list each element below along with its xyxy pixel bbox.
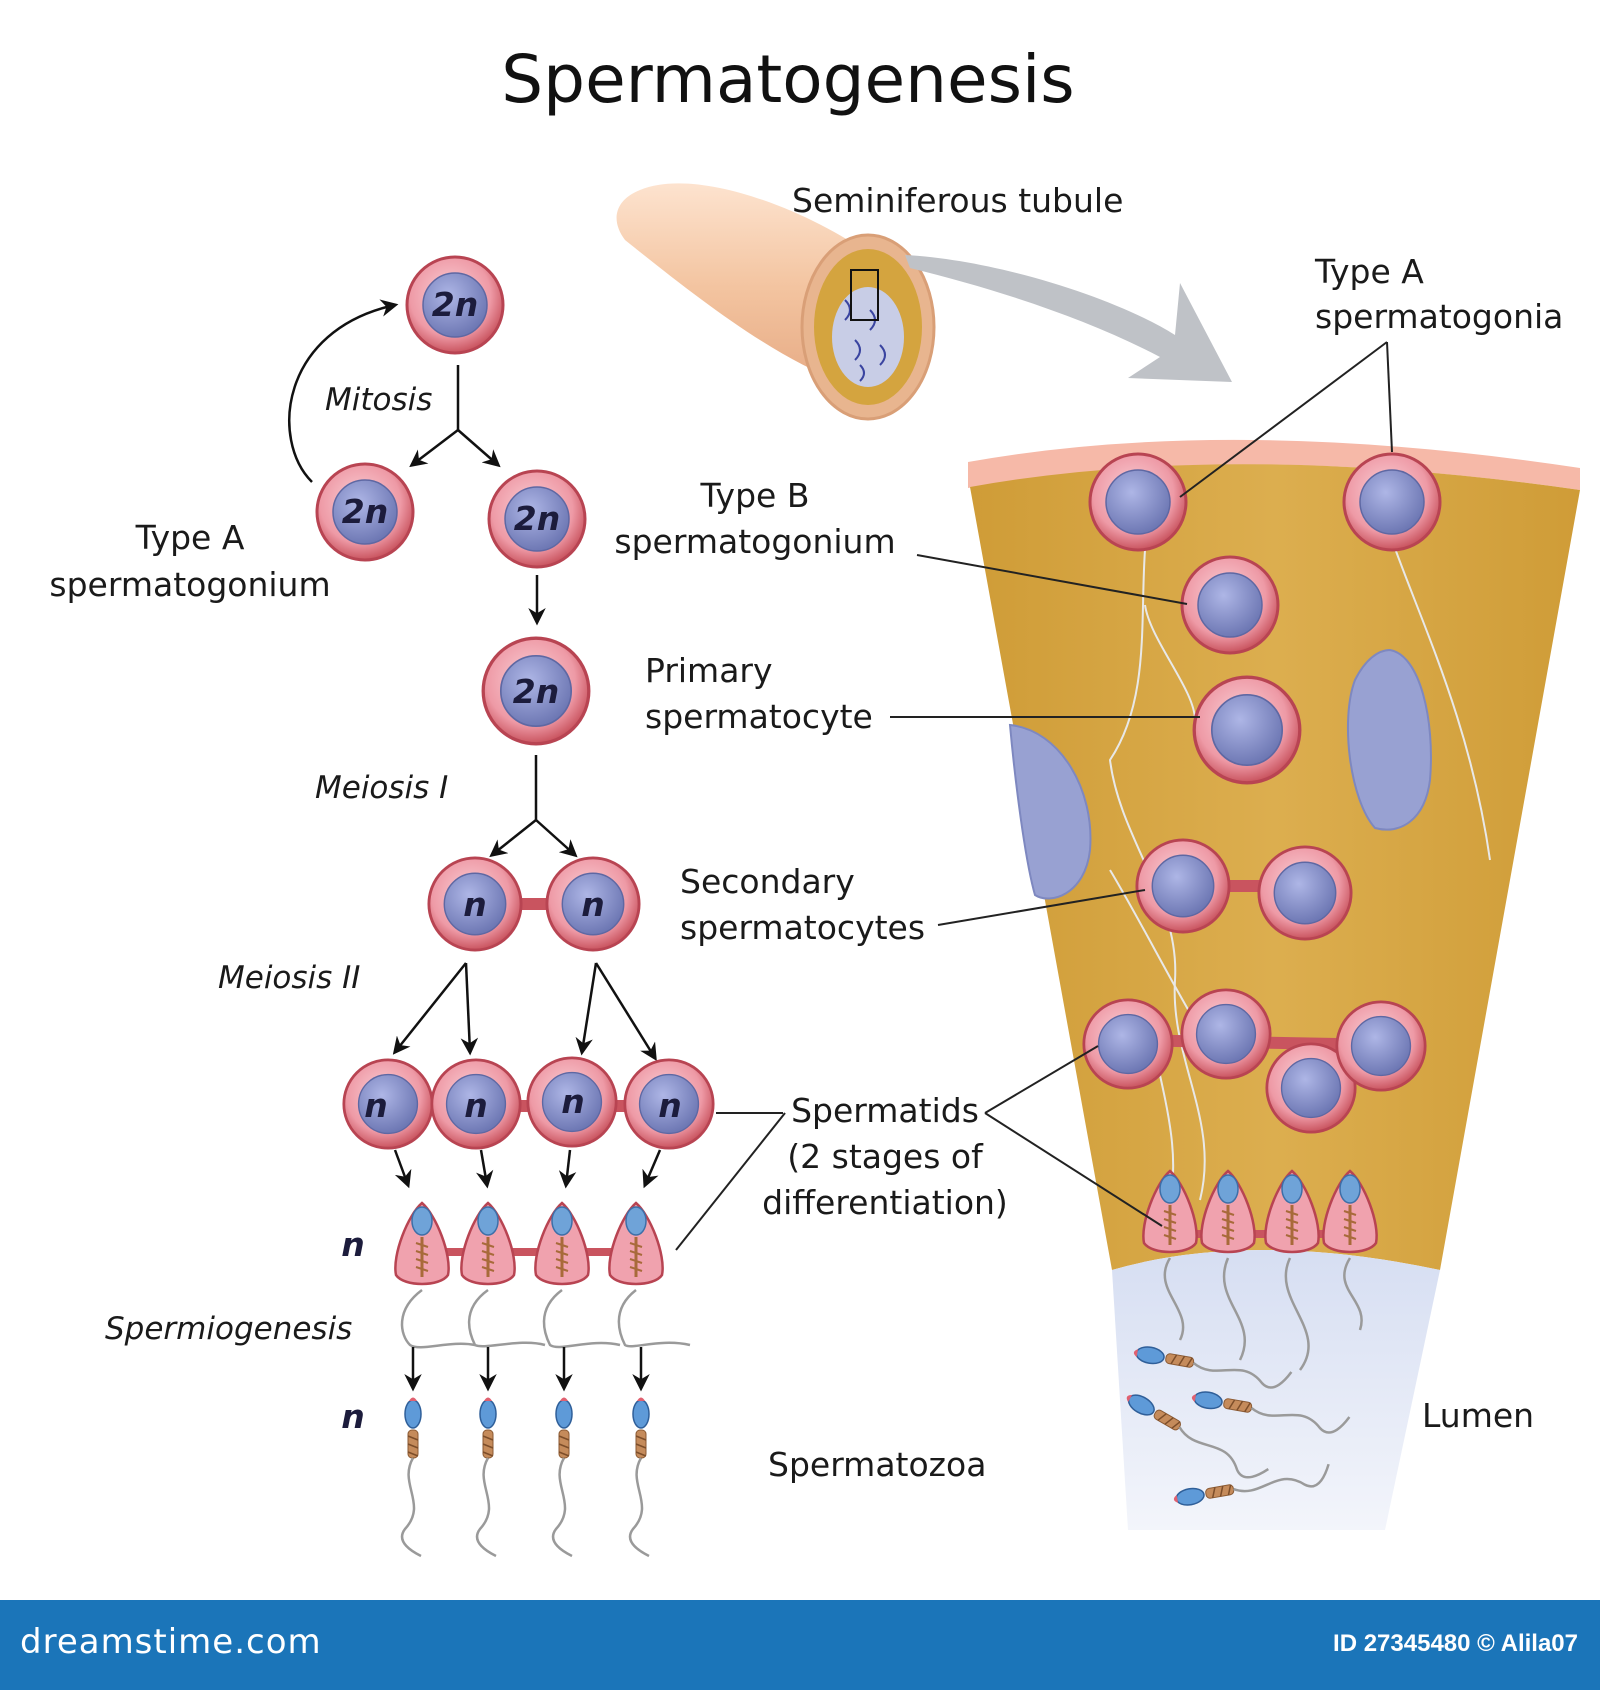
type-a-spermatogonium-label: spermatogonium xyxy=(49,565,330,604)
late-spermatid-left xyxy=(533,1201,591,1286)
zoom-arrow xyxy=(905,255,1232,382)
tubule-label: Seminiferous tubule xyxy=(792,181,1123,220)
ploidy-2n: 2n xyxy=(342,492,388,531)
spermiogenesis-arrows xyxy=(404,1347,650,1392)
late-spermatid-left xyxy=(393,1201,451,1286)
type-b-spermatogonium-label: Type B xyxy=(700,476,810,515)
ploidy-n: n xyxy=(581,885,605,924)
spermatid-right xyxy=(1335,1000,1427,1092)
meiosis-1-arrow-left xyxy=(489,819,537,858)
renewal-arrow xyxy=(288,299,399,483)
mitosis-label: Mitosis xyxy=(325,382,432,418)
mitosis-arrow-left xyxy=(409,429,459,468)
secondary-spermatocytes-label: Secondary xyxy=(680,862,855,901)
ploidy-n: n xyxy=(341,1397,365,1436)
spermatid-left xyxy=(342,1058,434,1150)
primary-spermatocyte-label: Primary xyxy=(645,651,773,690)
type-b-spermatogonium-right xyxy=(1180,555,1280,655)
spermatozoon xyxy=(628,1396,651,1558)
type-a-spermatogonium-right xyxy=(1342,452,1442,552)
ploidy-2n: 2n xyxy=(513,672,559,711)
spermiogenesis-label: Spermiogenesis xyxy=(105,1311,352,1347)
spermatozoon xyxy=(400,1396,423,1558)
page-title: Spermatogenesis xyxy=(501,41,1074,118)
seminiferous-tubule-illustration xyxy=(616,183,936,421)
spermatids-label: Spermatids xyxy=(791,1091,979,1130)
primary-spermatocyte-label: spermatocyte xyxy=(645,697,873,736)
ploidy-n: n xyxy=(463,885,487,924)
spermatid-tails-left xyxy=(400,1288,691,1349)
sertoli-nucleus xyxy=(1346,648,1432,831)
type-a-spermatogonium-right xyxy=(1088,452,1188,552)
ploidy-n: n xyxy=(341,1225,365,1264)
type-a-spermatogonia-label: spermatogonia xyxy=(1315,297,1563,336)
ploidy-n: n xyxy=(658,1086,682,1125)
ploidy-n: n xyxy=(464,1086,488,1125)
spermatids-label: (2 stages of xyxy=(787,1137,984,1176)
spermatozoon xyxy=(475,1396,498,1558)
differentiation-arrows xyxy=(393,1149,662,1189)
type-a-spermatogonia-label: Type A xyxy=(1314,252,1424,291)
leader-lines xyxy=(675,341,1393,1251)
spermatid-right xyxy=(1082,998,1174,1090)
mitosis-arrow-right xyxy=(457,429,501,468)
lumen-label: Lumen xyxy=(1422,1396,1534,1435)
ploidy-n: n xyxy=(561,1082,585,1121)
meiosis-1-label: Meiosis I xyxy=(315,770,448,806)
type-b-spermatogonium-label: spermatogonium xyxy=(614,522,895,561)
spermatids-label: differentiation) xyxy=(762,1183,1008,1222)
footer-bar: dreamstime.com ID 27345480 © Alila07 xyxy=(0,1600,1600,1690)
cell-bridge xyxy=(1170,1230,1350,1238)
meiosis-2-arrows xyxy=(392,962,657,1061)
image-credit: ID 27345480 © Alila07 xyxy=(1333,1630,1578,1657)
spermatozoa-label: Spermatozoa xyxy=(768,1445,986,1484)
late-spermatid-left xyxy=(459,1201,517,1286)
meiosis-1-arrow-right xyxy=(535,819,578,858)
secondary-spermatocyte-right xyxy=(1257,845,1353,941)
secondary-spermatocytes-label: spermatocytes xyxy=(680,908,925,947)
late-spermatid-left xyxy=(607,1201,665,1286)
ploidy-n: n xyxy=(364,1086,388,1125)
primary-spermatocyte-right xyxy=(1192,675,1302,785)
sertoli-nucleus xyxy=(1008,723,1092,900)
meiosis-2-label: Meiosis II xyxy=(218,960,360,996)
ploidy-2n: 2n xyxy=(432,285,478,324)
spermatid-tails-right xyxy=(1163,1257,1363,1371)
type-a-spermatogonium-label: Type A xyxy=(135,518,245,557)
secondary-spermatocyte-right xyxy=(1135,838,1231,934)
spermatozoon xyxy=(551,1396,574,1558)
ploidy-2n: 2n xyxy=(514,499,560,538)
cell-bridge xyxy=(410,1248,640,1256)
spermatid-right xyxy=(1180,988,1272,1080)
brand-watermark: dreamstime.com xyxy=(20,1622,322,1662)
